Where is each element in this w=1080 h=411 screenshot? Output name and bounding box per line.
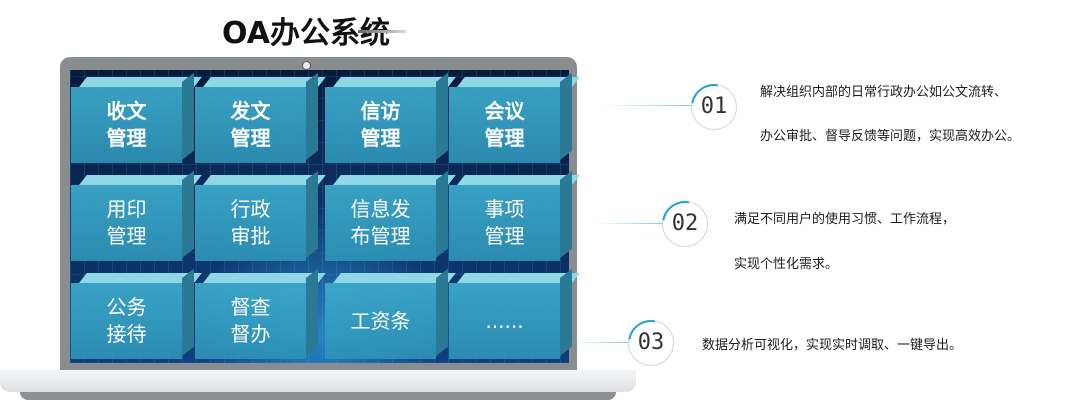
module-tile-gongzitiao[interactable]: 工资条 bbox=[325, 268, 456, 359]
module-tile-ducha[interactable]: 督查督办 bbox=[195, 268, 326, 359]
feature-badge-02: 02 bbox=[652, 191, 718, 257]
module-tile-more[interactable]: ...... bbox=[449, 268, 580, 359]
feature-number: 02 bbox=[671, 211, 699, 236]
connector-line bbox=[600, 105, 692, 106]
laptop-base-shadow bbox=[20, 392, 616, 400]
module-tile-fawen[interactable]: 发文管理 bbox=[195, 72, 326, 163]
feature-text: 满足不同用户的使用习惯、工作流程， bbox=[734, 212, 956, 227]
connector-line bbox=[596, 223, 664, 224]
feature-badge-01: 01 bbox=[681, 74, 747, 140]
module-tile-huiyi[interactable]: 会议管理 bbox=[449, 72, 580, 163]
module-label: 收文管理 bbox=[71, 87, 182, 163]
module-tile-xingzheng[interactable]: 行政审批 bbox=[195, 170, 326, 261]
module-tile-gongwu[interactable]: 公务接待 bbox=[71, 268, 202, 359]
module-label: ...... bbox=[449, 283, 560, 359]
feature-badge-03: 03 bbox=[618, 310, 684, 376]
module-tile-shouwen[interactable]: 收文管理 bbox=[71, 72, 202, 163]
module-label: 会议管理 bbox=[449, 87, 560, 163]
laptop-base bbox=[0, 370, 636, 392]
connector-line bbox=[566, 342, 630, 343]
feature-text: 办公审批、督导反馈等问题，实现高效办公。 bbox=[760, 129, 1021, 144]
feature-number: 03 bbox=[637, 330, 665, 355]
module-tile-yongyin[interactable]: 用印管理 bbox=[71, 170, 202, 261]
module-tile-shixiang[interactable]: 事项管理 bbox=[449, 170, 580, 261]
module-label: 发文管理 bbox=[195, 87, 306, 163]
module-label: 工资条 bbox=[325, 283, 436, 359]
title-underline bbox=[358, 30, 406, 33]
feature-text: 数据分析可视化，实现实时调取、一键导出。 bbox=[702, 338, 963, 353]
page-title: OA办公系统 bbox=[222, 16, 390, 51]
module-label: 信息发布管理 bbox=[325, 185, 436, 261]
feature-text: 实现个性化需求。 bbox=[734, 257, 839, 272]
module-label: 公务接待 bbox=[71, 283, 182, 359]
module-tile-xinxifabu[interactable]: 信息发布管理 bbox=[325, 170, 456, 261]
module-label: 事项管理 bbox=[449, 185, 560, 261]
feature-number: 01 bbox=[700, 94, 728, 119]
module-label: 信访管理 bbox=[325, 87, 436, 163]
camera-icon bbox=[302, 61, 311, 70]
module-label: 行政审批 bbox=[195, 185, 306, 261]
feature-text: 解决组织内部的日常行政办公如公文流转、 bbox=[760, 85, 1008, 100]
module-label: 督查督办 bbox=[195, 283, 306, 359]
module-tile-xinfang[interactable]: 信访管理 bbox=[325, 72, 456, 163]
module-label: 用印管理 bbox=[71, 185, 182, 261]
